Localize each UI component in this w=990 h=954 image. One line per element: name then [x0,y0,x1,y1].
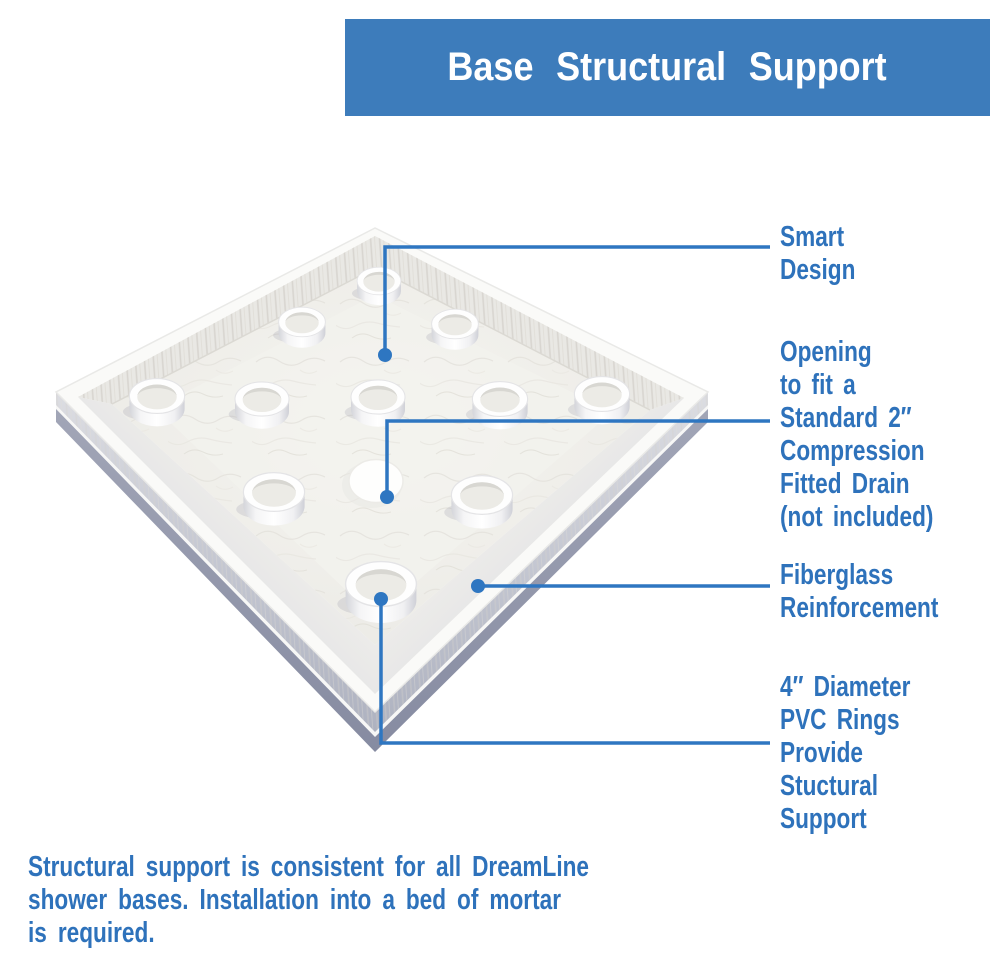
pan-wall-back-left [78,236,375,404]
footnote-line: is required. [28,917,155,949]
pan-wall-back-right [375,236,684,410]
callout-text-line: Design [780,254,856,286]
callout-text-line: Compression [780,435,925,467]
callout-text-line: Support [780,803,867,835]
callout-text-line: Fiberglass [780,559,894,591]
callout-dot-pvc-rings [374,592,388,606]
callout-line-drain-opening [385,419,770,492]
callout-label-drain-opening: Opening to fit a Standard 2″ Compression… [780,336,933,534]
callout-dot-drain-opening [380,490,394,504]
callout-label-smart-design: Smart Design [780,221,855,287]
callout-dot-fiberglass [471,579,485,593]
callout-text-line: Stuctural [780,770,879,802]
callout-text-line: Opening [780,336,872,368]
callout-label-fiberglass: Fiberglass Reinforcement [780,559,938,625]
callout-line-smart-design [383,245,770,350]
callout-line-pvc-rings [379,604,770,745]
callout-text-line: PVC Rings [780,704,900,736]
callout-text-line: (not included) [780,501,934,533]
page-title: Base Structural Support [447,45,888,89]
callout-text-line: Smart [780,221,845,253]
footnote-line: Structural support is consistent for all… [28,851,590,883]
callout-text-line: Provide [780,737,863,769]
callout-text-line: Reinforcement [780,592,939,624]
callout-text-line: Standard 2″ [780,402,912,434]
footnote: Structural support is consistent for all… [28,851,589,950]
header-banner: Base Structural Support [345,19,990,116]
pan-cove-right [375,398,684,694]
callout-text-line: Fitted Drain [780,468,910,500]
footnote-line: shower bases. Installation into a bed of… [28,884,562,916]
callout-dot-smart-design [378,348,392,362]
pan-floor [111,267,651,645]
callout-text-line: to fit a [780,369,856,401]
pan-cove-left [78,397,375,694]
callout-label-pvc-rings: 4″ Diameter PVC Rings Provide Stuctural … [780,671,910,836]
callout-text-line: 4″ Diameter [780,671,911,703]
